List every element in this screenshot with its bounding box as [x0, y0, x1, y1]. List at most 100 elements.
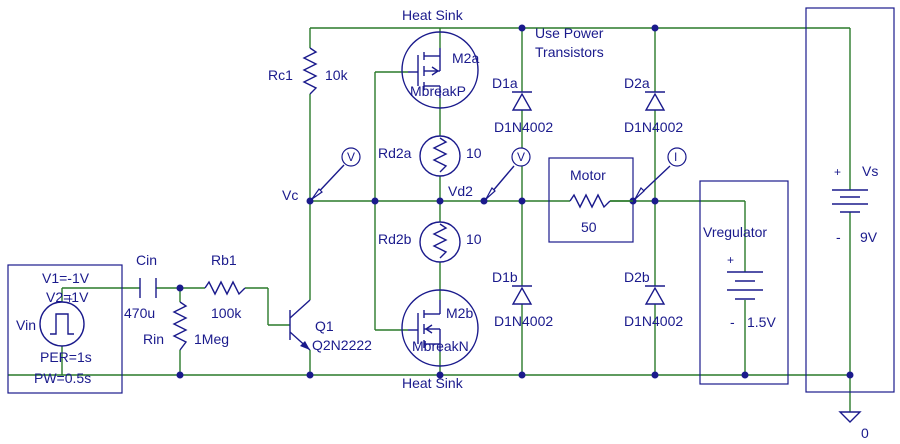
- vd2-net-label: Vd2: [448, 183, 473, 199]
- resistor-rb1[interactable]: Rb1 100k: [204, 252, 246, 321]
- current-probe-motor[interactable]: I: [634, 147, 687, 200]
- ground-symbol: 0: [838, 411, 869, 441]
- shape: [548, 157, 634, 243]
- mosfet-m2a[interactable]: M2a MbreakP: [401, 31, 479, 109]
- heat-sink-top-label: Heat Sink: [402, 7, 464, 23]
- rd2b-ref-label: Rd2b: [378, 231, 412, 247]
- mosfet-m2b[interactable]: M2b MbreakN: [401, 289, 479, 367]
- shape: [644, 286, 666, 305]
- shape: [306, 197, 314, 205]
- vreg-plus-label: +: [727, 253, 734, 267]
- vs-plus-label: +: [834, 165, 841, 179]
- vin-plus-label: +: [66, 292, 73, 306]
- shape: [289, 299, 311, 319]
- m2a-ref-label: M2a: [452, 50, 479, 66]
- shape: [518, 197, 526, 205]
- shape: [311, 188, 323, 200]
- voltage-probe-vd2[interactable]: V: [485, 147, 531, 200]
- diode-d1b[interactable]: D1b D1N4002: [492, 269, 553, 329]
- vc-net-label: Vc: [282, 187, 298, 203]
- resistor-rc1[interactable]: Rc1 10k: [268, 47, 349, 95]
- vs-ref-label: Vs: [862, 163, 878, 179]
- supply-source-vs[interactable]: Vs + - 9V: [805, 7, 895, 393]
- shape: [302, 47, 318, 95]
- note-line-1: Use Power: [535, 25, 604, 41]
- vs-value-label: 9V: [860, 229, 878, 245]
- m2b-model-label: MbreakN: [412, 338, 469, 354]
- vreg-minus-label: -: [730, 314, 735, 330]
- shape: [431, 66, 440, 76]
- note-line-2: Transistors: [535, 44, 604, 60]
- m2a-model-label: MbreakP: [410, 83, 466, 99]
- shape: [7, 264, 123, 394]
- resistor-rd2a[interactable]: Rd2a 10: [378, 135, 482, 177]
- vreg-value-label: 1.5V: [747, 314, 776, 330]
- cin-value-label: 470u: [124, 305, 155, 321]
- shape: [511, 92, 533, 111]
- motor-resistor[interactable]: Motor 50: [548, 157, 634, 243]
- shape: [651, 24, 659, 32]
- d1a-ref-label: D1a: [492, 75, 518, 91]
- transistor-q1[interactable]: Q1 Q2N2222: [289, 299, 372, 353]
- vreg-ref-label: Vregulator: [703, 224, 767, 240]
- ground-node-label: 0: [861, 425, 869, 441]
- shape: [432, 223, 448, 259]
- shape: [371, 197, 379, 205]
- vin-v1-label: V1=-1V: [42, 270, 90, 286]
- shape: [401, 289, 479, 367]
- shape: [805, 7, 895, 393]
- resistor-rd2b[interactable]: Rd2b 10: [378, 221, 482, 263]
- vs-minus-label: -: [836, 229, 841, 245]
- q1-ref-label: Q1: [315, 318, 334, 334]
- shape: [518, 24, 526, 32]
- shape: [644, 92, 666, 111]
- junctions: [176, 24, 854, 379]
- vin-ref-label: Vin: [16, 317, 36, 333]
- shape: [436, 371, 444, 379]
- shape: [741, 371, 749, 379]
- shape: [424, 324, 433, 334]
- q1-model-label: Q2N2222: [312, 337, 372, 353]
- shape: [419, 135, 461, 177]
- shape: [341, 147, 361, 167]
- vin-per-label: PER=1s: [40, 349, 92, 365]
- d2a-model-label: D1N4002: [624, 119, 683, 135]
- shape: [480, 197, 488, 205]
- d1b-ref-label: D1b: [492, 269, 518, 285]
- shape: [436, 197, 444, 205]
- d1b-model-label: D1N4002: [494, 313, 553, 329]
- diode-d2b[interactable]: D2b D1N4002: [624, 269, 683, 329]
- pulse-waveform-icon: [50, 313, 74, 335]
- pulse-source-vin[interactable]: + Vin V1=-1V V2=1V PER=1s PW=0.5s: [7, 264, 123, 394]
- cin-ref-label: Cin: [136, 252, 157, 268]
- shape: [667, 147, 687, 167]
- capacitor-cin[interactable]: Cin 470u: [124, 252, 157, 321]
- diode-d2a[interactable]: D2a D1N4002: [624, 75, 683, 135]
- voltage-regulator-source[interactable]: Vregulator + - 1.5V: [699, 180, 789, 385]
- rd2a-value-label: 10: [466, 145, 482, 161]
- shape: [204, 280, 246, 296]
- shape: [306, 371, 314, 379]
- shape: [838, 411, 862, 423]
- diode-d1a[interactable]: D1a D1N4002: [492, 75, 553, 135]
- voltage-probe-vc[interactable]: V: [311, 147, 361, 200]
- shape: [569, 193, 611, 209]
- shape: [176, 371, 184, 379]
- d2b-model-label: D1N4002: [624, 313, 683, 329]
- shape: [432, 137, 448, 173]
- shape: [485, 187, 496, 200]
- rd2b-value-label: 10: [466, 231, 482, 247]
- shape: [634, 187, 645, 200]
- d2b-ref-label: D2b: [624, 269, 650, 285]
- d1a-model-label: D1N4002: [494, 119, 553, 135]
- shape: [401, 31, 479, 109]
- probe-i-icon: I: [674, 150, 677, 164]
- shape: [511, 147, 531, 167]
- rc1-ref-label: Rc1: [268, 67, 293, 83]
- resistor-rin[interactable]: Rin 1Meg: [143, 301, 229, 351]
- shape: [846, 371, 854, 379]
- motor-ref-label: Motor: [570, 167, 606, 183]
- rb1-value-label: 100k: [211, 305, 242, 321]
- shape: [651, 371, 659, 379]
